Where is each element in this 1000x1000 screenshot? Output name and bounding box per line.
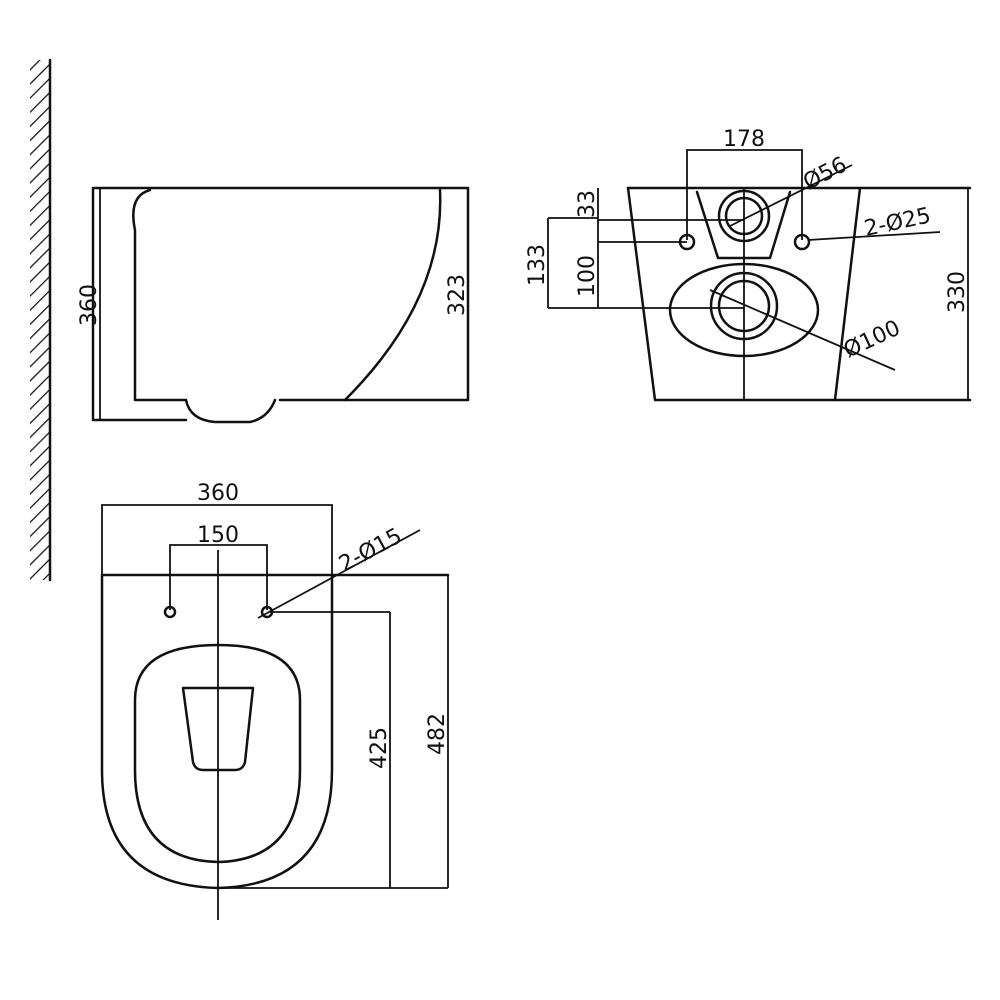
leader-outlet-diameter [709, 289, 896, 371]
outlet-outer-circle [709, 271, 779, 341]
label-height-330: 330 [945, 271, 970, 313]
label-height-rim: 323 [445, 274, 470, 316]
dim-bracket-178 [686, 149, 803, 240]
label-bolt-holes: 2-Ø25 [862, 203, 933, 241]
label-inlet-offset: 33 [575, 190, 600, 218]
outlet-inner-circle [717, 279, 771, 333]
label-seat-hole-spacing: 150 [197, 523, 239, 548]
bowl-opening [181, 686, 255, 772]
inlet-inner-circle [724, 196, 764, 236]
label-depth-482: 482 [425, 713, 450, 755]
bowl-outline [133, 643, 302, 864]
label-inlet-spacing: 178 [723, 127, 765, 152]
label-seat-holes: 2-Ø15 [335, 524, 406, 578]
inlet-outer-circle [717, 189, 771, 243]
label-height-100: 100 [575, 255, 600, 297]
dim-bracket-150 [169, 544, 268, 610]
outlet-ellipse [668, 262, 820, 358]
leader-bolt-holes [807, 231, 941, 241]
label-depth-425: 425 [367, 727, 392, 769]
label-height-133: 133 [525, 244, 550, 286]
label-height-total: 360 [77, 284, 102, 326]
side-view: 360 323 [77, 186, 470, 424]
leader-inlet-diameter [729, 164, 853, 227]
label-outlet-diameter: Ø100 [840, 316, 904, 364]
rear-view: 178 Ø56 2-Ø25 Ø100 33 133 100 330 [525, 127, 972, 402]
top-view: 360 150 2-Ø15 425 482 [100, 481, 450, 920]
wall-hatching [30, 58, 52, 582]
leader-seat-holes [257, 529, 421, 619]
seat-hole-left [163, 605, 177, 619]
label-width-total: 360 [197, 481, 239, 506]
dim-bracket-360 [101, 504, 333, 575]
